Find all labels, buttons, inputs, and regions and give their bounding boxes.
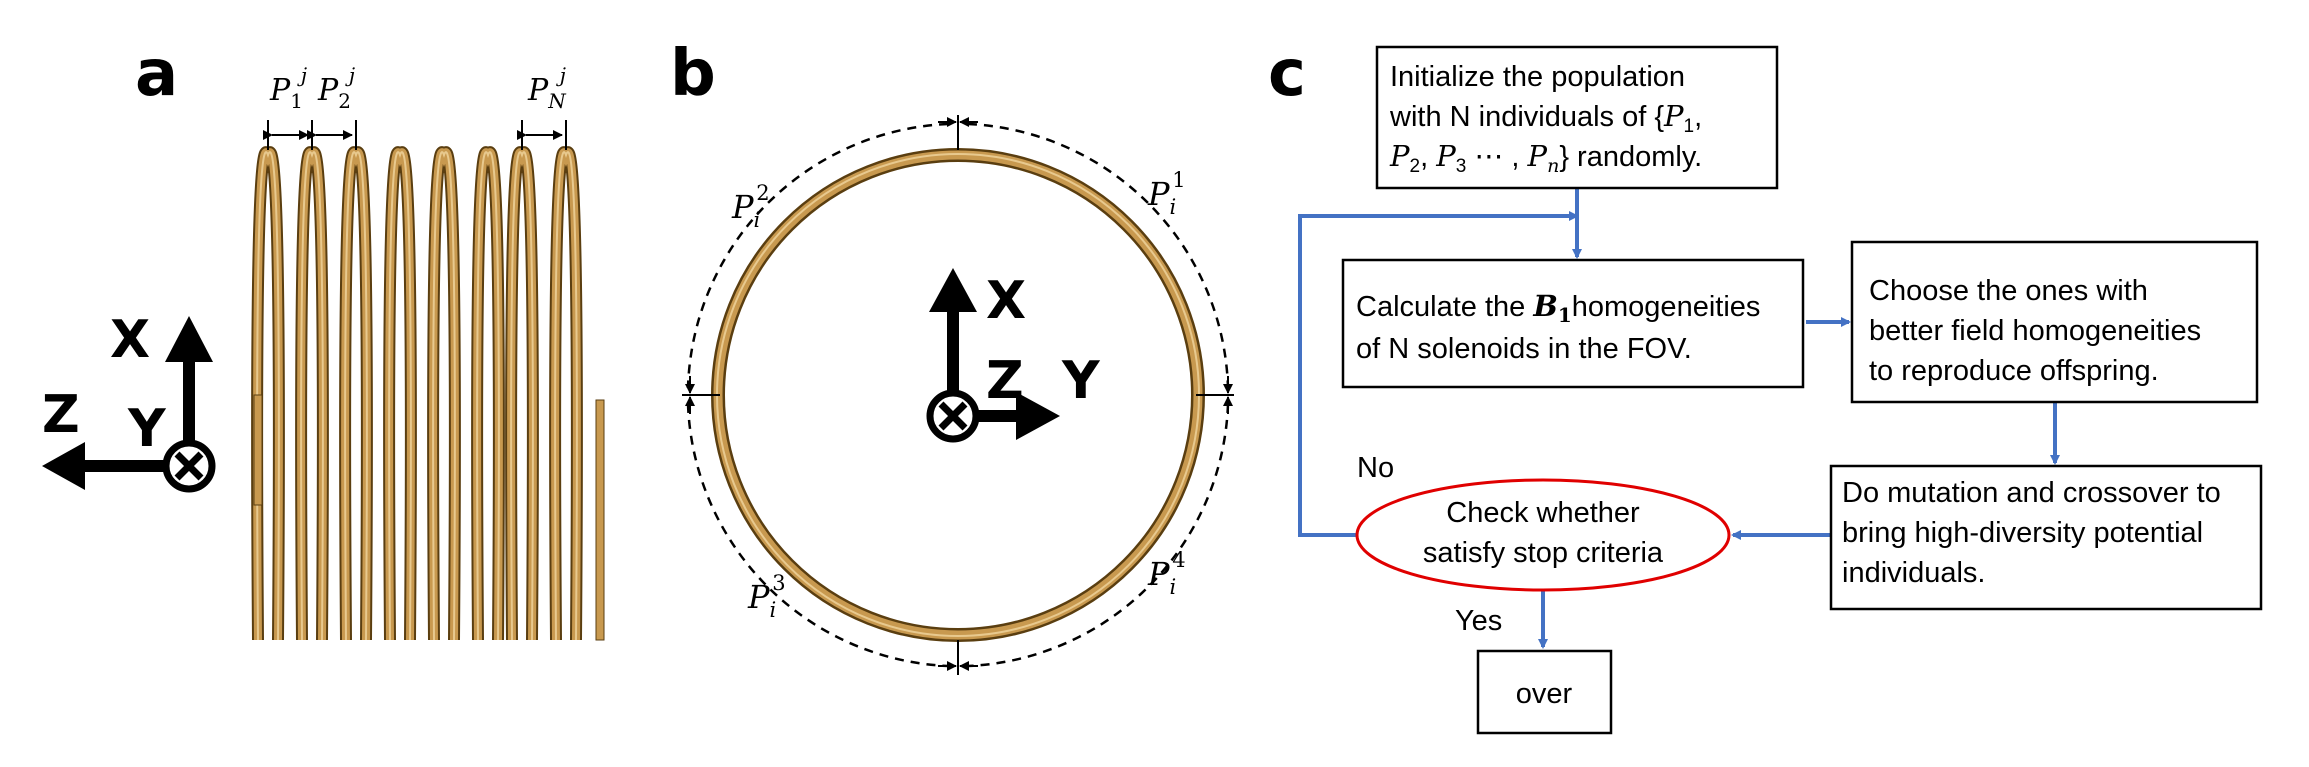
- calc-line-1: Calculate the B1homogeneities: [1356, 289, 1760, 327]
- arc-label-2: Pi2: [731, 181, 770, 232]
- y-axis-label: Y: [1061, 351, 1101, 411]
- z-axis-label: Z: [986, 351, 1024, 411]
- yes-label: Yes: [1455, 605, 1502, 637]
- stop-criteria-decision: Check whether satisfy stop criteria: [1355, 478, 1731, 592]
- coil-turn: [510, 151, 534, 641]
- x-axis-arrow: [947, 305, 959, 400]
- coil-turn: [341, 148, 371, 641]
- coil-turn: [385, 148, 415, 641]
- calculate-homogeneity-box: Calculate the B1homogeneities of N solen…: [1341, 258, 1805, 389]
- coil-turn: [507, 148, 537, 641]
- z-axis-arrow: [80, 460, 190, 472]
- coil-lead: [595, 399, 605, 641]
- panel-c-label: c: [1268, 37, 1306, 111]
- choose-line-1: Choose the ones with: [1869, 275, 2148, 307]
- init-line-1: Initialize the population: [1390, 61, 1685, 93]
- coil-turn: [551, 148, 581, 641]
- mutate-line-1: Do mutation and crossover to: [1842, 477, 2221, 509]
- coil-turn: [300, 151, 324, 641]
- panel-b: b Pi1 Pi2 Pi3 Pi4: [670, 37, 1234, 675]
- check-line-1: Check whether: [1446, 497, 1640, 529]
- y-axis-label: Y: [127, 399, 167, 459]
- init-line-3: P2, P3 ⋯ , Pn} randomly.: [1389, 139, 1702, 177]
- x-axis-arrow: [183, 355, 195, 455]
- mutation-crossover-box: Do mutation and crossover to bring high-…: [1829, 464, 2263, 611]
- arc-label-4: Pi4: [1147, 548, 1186, 599]
- over-text: over: [1516, 678, 1573, 710]
- pitch-dimension-n: [517, 120, 567, 150]
- x-axis-label: X: [986, 271, 1026, 331]
- panel-c: c Initialize the population with N indiv…: [1268, 37, 2263, 735]
- choose-line-3: to reproduce offspring.: [1869, 355, 2159, 387]
- solenoid-coil: [251, 146, 605, 641]
- check-line-2: satisfy stop criteria: [1423, 537, 1664, 569]
- segment-boundaries: [682, 115, 1234, 675]
- init-population-box: Initialize the population with N individ…: [1375, 45, 1779, 190]
- coil-turn: [429, 148, 459, 641]
- panel-a: a P1j P2j PNj X Z: [42, 37, 605, 641]
- coil-turn: [473, 148, 503, 641]
- pitch-label-1: P1j: [269, 63, 307, 113]
- pitch-label-n: PNj: [527, 63, 567, 113]
- select-offspring-box: Choose the ones with better field homoge…: [1850, 240, 2259, 404]
- coil-turn: [432, 151, 456, 641]
- arc-label-1: Pi1: [1147, 168, 1186, 219]
- axes-b: X Z Y: [926, 268, 1101, 443]
- init-line-2: with N individuals of {P1,: [1389, 99, 1702, 137]
- axes-a: X Z Y: [42, 310, 216, 493]
- x-axis-label: X: [110, 310, 150, 370]
- z-axis-label: Z: [42, 385, 80, 445]
- pitch-dimension-2: [307, 120, 357, 150]
- flow-connectors: [1298, 188, 2060, 649]
- coil-lead: [253, 394, 263, 506]
- coil-turn: [256, 151, 280, 641]
- pitch-label-2: P2j: [317, 63, 355, 113]
- arc-label-3: Pi3: [747, 571, 786, 622]
- panel-b-label: b: [670, 37, 716, 111]
- mutate-line-2: bring high-diversity potential: [1842, 517, 2203, 549]
- panel-a-label: a: [135, 37, 178, 111]
- mutate-line-3: individuals.: [1842, 557, 1985, 589]
- over-box: over: [1476, 649, 1613, 735]
- coil-turn: [344, 151, 368, 641]
- calc-line-2: of N solenoids in the FOV.: [1356, 333, 1692, 365]
- no-label: No: [1357, 452, 1394, 484]
- pitch-dimension-1: [263, 120, 313, 150]
- choose-line-2: better field homogeneities: [1869, 315, 2201, 347]
- coil-turn: [476, 151, 500, 641]
- coil-turn: [388, 151, 412, 641]
- coil-turn: [297, 148, 327, 641]
- coil-turn: [554, 151, 578, 641]
